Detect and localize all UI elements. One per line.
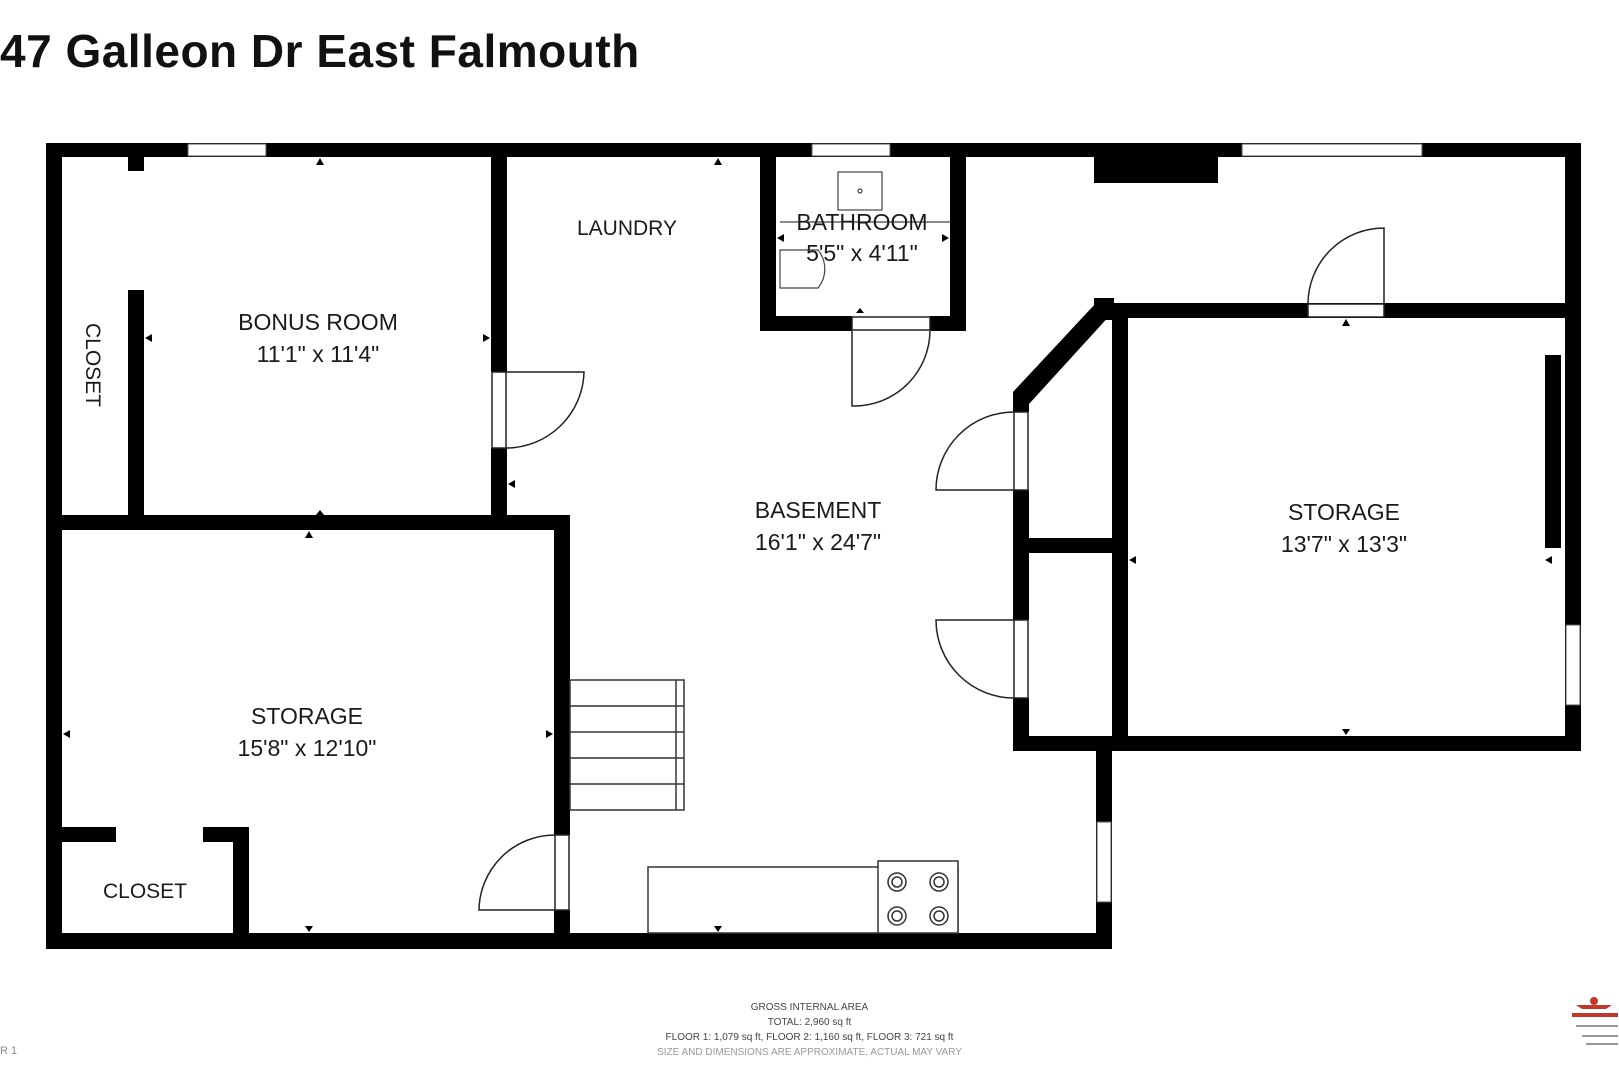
area-floors: FLOOR 1: 1,079 sq ft, FLOOR 2: 1,160 sq … xyxy=(665,1032,954,1043)
windows xyxy=(187,143,1581,903)
floor-label: R 1 xyxy=(0,1045,18,1057)
room-labels: BONUS ROOM 11'1" x 11'4" LAUNDRY BATHROO… xyxy=(81,209,1407,903)
counter xyxy=(647,860,959,934)
doors xyxy=(478,227,1385,911)
laundry-name: LAUNDRY xyxy=(577,217,677,240)
bathroom-dims: 5'5" x 4'11" xyxy=(806,240,918,266)
tick-marks xyxy=(63,158,1552,932)
bathroom-fixtures xyxy=(779,171,950,289)
basement-name: BASEMENT xyxy=(755,497,882,523)
bonus-room-dims: 11'1" x 11'4" xyxy=(257,341,380,367)
storage-left-dims: 15'8" x 12'10" xyxy=(238,735,377,761)
area-disclaimer: SIZE AND DIMENSIONS ARE APPROXIMATE, ACT… xyxy=(657,1047,962,1058)
storage-right-name: STORAGE xyxy=(1288,499,1400,525)
area-total: TOTAL: 2,960 sq ft xyxy=(767,1017,852,1028)
area-title: GROSS INTERNAL AREA xyxy=(750,1002,869,1013)
bathroom-name: BATHROOM xyxy=(796,209,927,235)
basement-dims: 16'1" x 24'7" xyxy=(755,529,881,555)
area-summary: GROSS INTERNAL AREA TOTAL: 2,960 sq ft F… xyxy=(0,1000,1619,1060)
stairs xyxy=(569,679,685,811)
bonus-room-name: BONUS ROOM xyxy=(238,309,398,335)
company-logo-icon xyxy=(1572,997,1618,1045)
closet-left-name: CLOSET xyxy=(81,323,104,407)
walls xyxy=(46,143,1581,949)
plan-title: 47 Galleon Dr East Falmouth xyxy=(0,25,640,77)
closet-bottom-name: CLOSET xyxy=(103,880,187,903)
storage-left-name: STORAGE xyxy=(251,703,363,729)
storage-right-dims: 13'7" x 13'3" xyxy=(1281,531,1407,557)
